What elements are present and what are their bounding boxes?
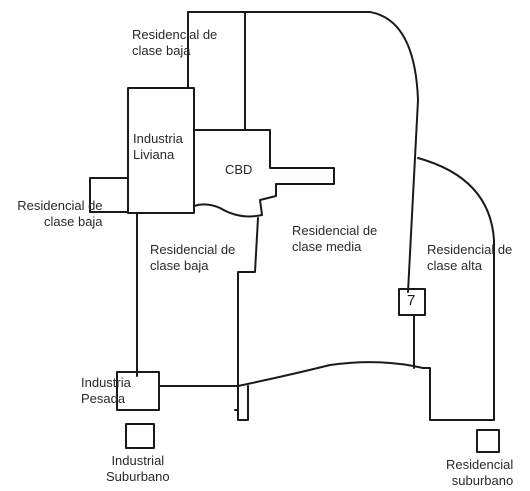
label-cbd: CBD: [225, 162, 253, 177]
southern-boundary: [159, 361, 424, 387]
industria-pesada-block: [116, 371, 160, 411]
label-line: suburbano: [451, 473, 514, 488]
label-line: Industria: [81, 375, 131, 390]
label-line: clase baja: [44, 214, 103, 229]
label-residencial-suburbano: Residencial suburbano: [446, 457, 513, 489]
label-line: Pesada: [81, 391, 126, 406]
label-industria-liviana: Industria Liviana: [133, 131, 183, 163]
label-line: Residencial de: [292, 223, 378, 238]
label-line: clase alta: [427, 258, 482, 273]
label-line: Industrial: [111, 453, 165, 468]
label-line: Residencial de: [17, 198, 103, 213]
label-industria-pesada: Industria Pesada: [81, 375, 131, 407]
label-line: Liviana: [133, 147, 175, 162]
marker-box: [398, 288, 426, 316]
label-line: clase baja: [150, 258, 209, 273]
label-line: Industria: [133, 131, 183, 146]
label-industrial-suburbano: Industrial Suburbano: [106, 453, 170, 485]
industrial-suburbano-block: [125, 423, 155, 449]
label-line: Residencial de: [427, 242, 513, 257]
marker-number: 7: [407, 292, 416, 309]
residencial-suburbano-block: [476, 429, 500, 453]
label-line: clase baja: [132, 43, 191, 58]
cbd-block: [193, 129, 335, 218]
industria-liviana-block: [127, 87, 195, 214]
outer-city-boundary: [187, 11, 419, 293]
central-divider: [237, 217, 259, 411]
label-line: Residencial de: [150, 242, 236, 257]
lower-central-wall: [234, 385, 249, 421]
east-boundary: [417, 157, 495, 421]
label-line: clase media: [292, 239, 362, 254]
label-residencial-alta: Residencial de clase alta: [427, 242, 512, 274]
label-line: Residencial: [446, 457, 514, 472]
label-line: Residencial de: [132, 27, 218, 42]
residencial-left-block: [89, 177, 129, 213]
label-residencial-media: Residencial de clase media: [292, 223, 377, 255]
label-line: Suburbano: [106, 469, 170, 484]
label-residencial-baja-top: Residencial de clase baja: [132, 27, 217, 59]
label-residencial-baja-center: Residencial de clase baja: [150, 242, 235, 274]
label-residencial-baja-left: Residencial de clase baja: [12, 198, 103, 230]
